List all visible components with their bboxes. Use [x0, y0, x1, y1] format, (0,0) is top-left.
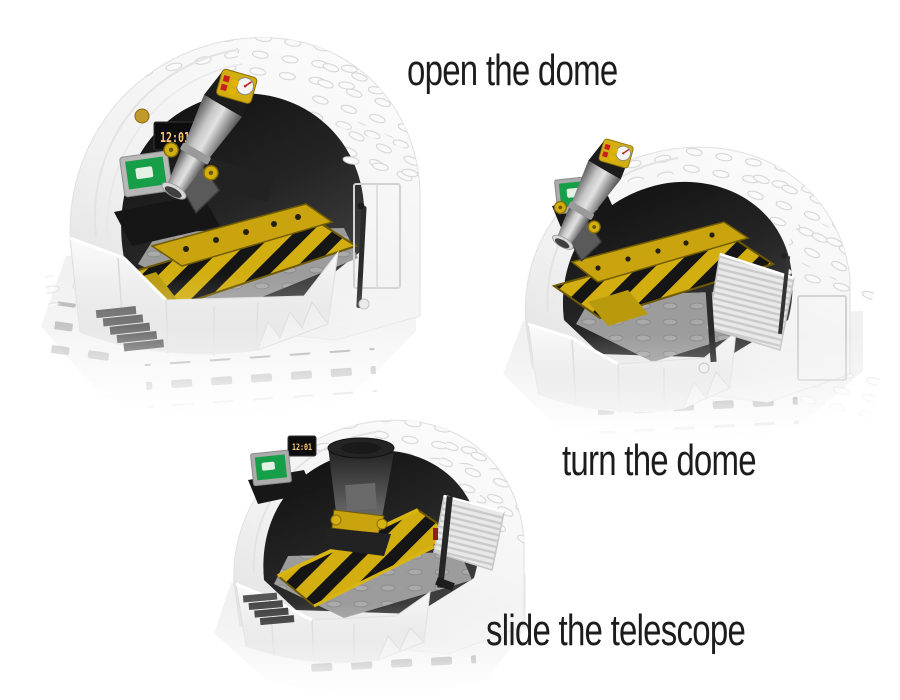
technic-holes [595, 232, 715, 271]
render-turn-the-dome [468, 126, 898, 441]
computer-monitor [119, 150, 173, 198]
wall-clock: 12:01 [287, 435, 317, 457]
monitor-icon [261, 461, 275, 471]
caption-open-the-dome: open the dome [407, 46, 618, 95]
gold-trophy [134, 108, 150, 124]
computer-monitor [250, 449, 292, 487]
observatory-open: 12:01 [6, 37, 426, 426]
bottom-fade [6, 274, 426, 426]
red-brick-detail [433, 528, 438, 540]
technic-holes [183, 214, 301, 252]
observatory-turned [468, 126, 898, 441]
telescope-slid-back [322, 437, 395, 556]
monitor-icon [135, 166, 154, 180]
clock-display: 12:01 [160, 131, 190, 146]
caption-slide-the-telescope: slide the telescope [486, 606, 746, 655]
observatory-slid: 12:01 [186, 419, 546, 698]
clock-display: 12:01 [292, 443, 312, 453]
control-station: 12:01 [248, 435, 317, 504]
bottom-fade [468, 334, 898, 441]
open-ramp-flap [433, 494, 505, 571]
bottom-fade [186, 603, 546, 698]
render-open-the-dome: 12:01 [6, 37, 426, 426]
antenna-mast [433, 495, 455, 591]
hazard-sled [551, 221, 776, 326]
caption-turn-the-dome: turn the dome [562, 436, 757, 485]
render-slide-the-telescope: 12:01 [186, 419, 546, 698]
